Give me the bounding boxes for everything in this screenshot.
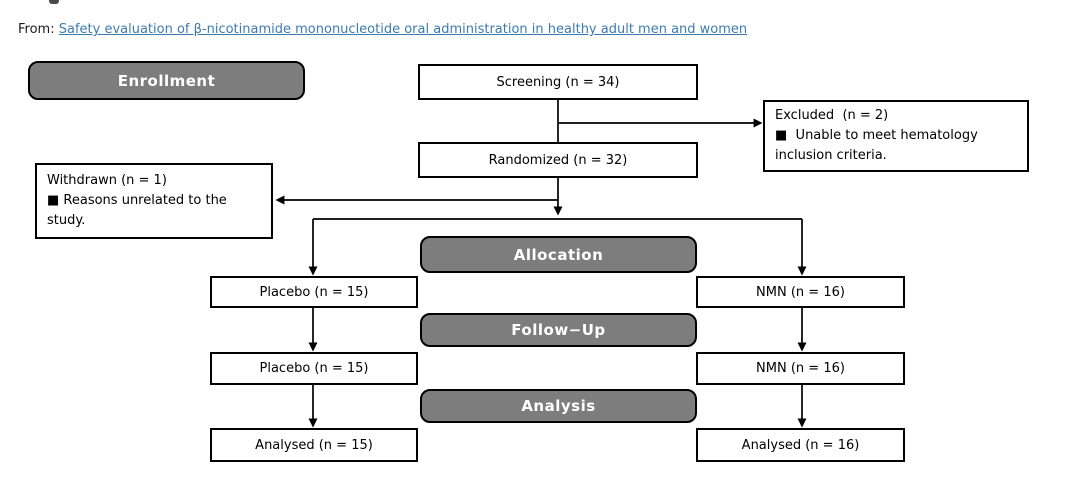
figure-label-remnant xyxy=(49,0,59,4)
nmn-analysed-box: Analysed (n = 16) xyxy=(696,428,905,462)
withdrawn-box: Withdrawn (n = 1) ■ Reasons unrelated to… xyxy=(35,163,273,239)
placebo-followup-box: Placebo (n = 15) xyxy=(210,352,418,385)
nmn-followup-box: NMN (n = 16) xyxy=(696,352,905,385)
source-prefix: From: xyxy=(18,22,59,37)
followup-badge: Follow−Up xyxy=(420,313,697,347)
excluded-box: Excluded (n = 2) ■ Unable to meet hemato… xyxy=(763,100,1029,172)
analysis-badge: Analysis xyxy=(420,389,697,423)
excluded-reason-line2: inclusion criteria. xyxy=(775,148,887,164)
randomized-box: Randomized (n = 32) xyxy=(418,142,698,178)
withdrawn-reason-line: ■ Reasons unrelated to the study. xyxy=(47,192,231,229)
excluded-reason-line1: ■ Unable to meet hematology xyxy=(775,127,978,143)
screening-box: Screening (n = 34) xyxy=(418,64,698,100)
placebo-analysed-box: Analysed (n = 15) xyxy=(210,428,418,462)
nmn-allocated-box: NMN (n = 16) xyxy=(696,276,905,308)
article-title-link[interactable]: Safety evaluation of β-nicotinamide mono… xyxy=(58,22,748,37)
excluded-title: Excluded (n = 2) xyxy=(775,107,889,123)
enrollment-badge: Enrollment xyxy=(28,61,305,100)
withdrawn-title: Withdrawn (n = 1) xyxy=(47,172,167,188)
source-line: From: Safety evaluation of β-nicotinamid… xyxy=(18,22,747,37)
allocation-badge: Allocation xyxy=(420,236,697,273)
placebo-allocated-box: Placebo (n = 15) xyxy=(210,276,418,308)
